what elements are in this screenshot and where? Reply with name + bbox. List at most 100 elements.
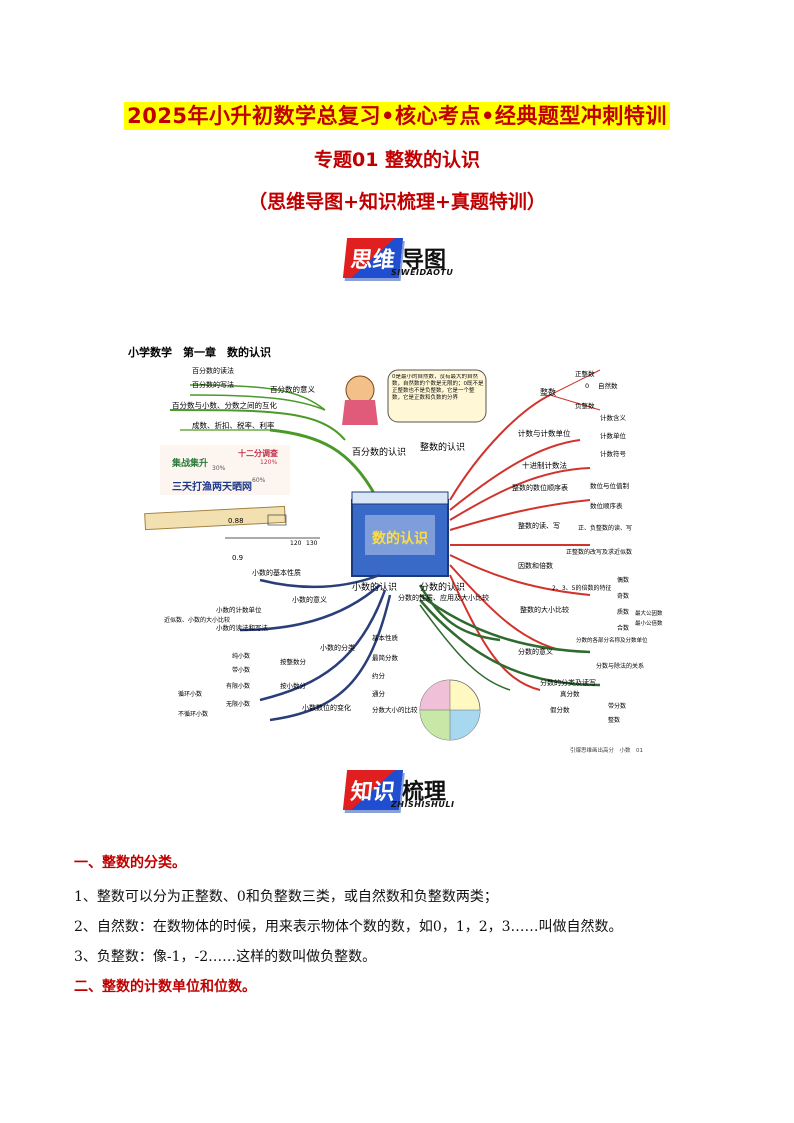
poster-pct3: 60% [252, 477, 266, 484]
int-item-12: 数位顺序表 [590, 501, 623, 510]
int-item-16: 因数和倍数 [518, 561, 553, 570]
percent-item-read: 百分数的读法 [192, 366, 234, 375]
mindmap-credit: 引爆思维画出高分 小数 01 [570, 746, 643, 754]
cartoon-body [342, 400, 378, 425]
center-calendar-top [351, 491, 449, 505]
title-subtitle: （思维导图+知识梳理+真题特训） [248, 191, 546, 213]
dec-item-0: 小数的基本性质 [252, 568, 301, 577]
int-item-22: 最大公因数 [635, 609, 663, 617]
dec-item-11: 循环小数 [178, 690, 202, 698]
title-topic: 专题01 整数的认识 [313, 149, 481, 171]
ruler-value-3: 120 [290, 540, 302, 547]
dec-item-12: 无限小数 [226, 700, 250, 708]
section-heading-1: 一、整数的分类。 [74, 855, 186, 871]
int-item-10: 整数的数位顺序表 [512, 483, 568, 492]
frac-item-3: 约分 [372, 671, 386, 680]
paragraph-3: 3、负整数：像-1，-2……这样的数叫做负整数。 [74, 949, 377, 965]
dec-item-6: 纯小数 [232, 652, 250, 660]
int-item-14: 正、负整数的读、写 [578, 524, 632, 532]
paragraph-2: 2、自然数：在数物体的时候，用来表示物体个数的数，如0，1，2，3……叫做自然数… [74, 919, 623, 935]
fraction-branch-label: 分数的认识 [420, 581, 465, 593]
poster-top: 十二分调查 [238, 448, 279, 458]
integer-branch-label: 整数的认识 [420, 441, 465, 453]
int-item-1: 正整数 [575, 369, 595, 378]
section-heading-2: 二、整数的计数单位和位数。 [74, 979, 256, 995]
fraction-branch-lines [418, 584, 601, 691]
knowledge-logo-sub: ZHISHISHULI [391, 800, 455, 809]
int-item-23: 最小公倍数 [635, 619, 663, 627]
mindmap-logo: 思维 导图 SIWEIDAOTU [342, 238, 453, 278]
paragraph-1: 1、整数可以分为正整数、0和负整数三类，或自然数和负整数两类； [74, 889, 498, 905]
int-item-24: 整数的大小比较 [520, 605, 569, 614]
ruler-value-4: 130 [306, 540, 318, 547]
int-item-4: 负整数 [575, 401, 595, 410]
frac-item-11: 假分数 [550, 705, 570, 714]
int-item-8: 计数符号 [600, 449, 627, 458]
dec-item-1: 小数的意义 [292, 595, 327, 604]
ruler [144, 505, 286, 531]
poster-left: 集战集升 [171, 457, 208, 469]
dec-item-2: 小数的计数单位 [216, 605, 262, 614]
int-item-11: 数位与位值制 [590, 481, 630, 490]
fraction-wheel [419, 679, 481, 741]
dec-item-9: 有限小数 [226, 682, 250, 690]
poster-bg [160, 445, 290, 495]
dec-item-8: 按整数分 [280, 657, 307, 666]
knowledge-logo: 知识 梳理 ZHISHISHULI [342, 770, 454, 810]
dec-item-3: 小数的读法和写法 [216, 623, 269, 632]
dec-item-14: 小数数位的变化 [302, 703, 351, 712]
dec-item-5: 小数的分类 [320, 643, 355, 652]
frac-item-1: 基本性质 [372, 633, 399, 642]
int-item-18: 偶数 [617, 576, 629, 584]
ruler-value-1: 0.88 [228, 517, 244, 525]
mindmap-title: 小学数学 第一章 数的认识 [127, 345, 271, 359]
percent-branch-lines [169, 384, 377, 496]
knowledge-logo-text: 梳理 [402, 780, 447, 805]
int-item-20: 质数 [617, 608, 629, 616]
integer-branch-lines [449, 369, 601, 691]
poster-bottom: 三天打渔两天晒网 [172, 480, 252, 493]
frac-item-7: 分数的各部分名称及分数单位 [576, 636, 648, 644]
dec-item-7: 带小数 [232, 666, 250, 674]
mindmap-svg: 小学数学 第一章 数的认识 百分数的读法 百分数的写法 百分数的意义 百分数与小… [127, 345, 663, 754]
frac-item-2: 最简分数 [372, 653, 399, 662]
frac-item-4: 通分 [372, 689, 386, 698]
mindmap-figure: 小学数学 第一章 数的认识 百分数的读法 百分数的写法 百分数的意义 百分数与小… [120, 340, 680, 760]
frac-item-8: 分数与除法的关系 [596, 662, 644, 670]
frac-item-10: 真分数 [560, 689, 580, 698]
mindmap-logo-sub: SIWEIDAOTU [391, 268, 454, 277]
poster-pct2: 30% [212, 465, 226, 472]
decimal-branch-lines [239, 573, 392, 722]
int-item-17: 2、3、5的倍数的特征 [552, 584, 611, 592]
title-line-1: 2025年小升初数学总复习•核心考点•经典题型冲刺特训 [0, 100, 794, 130]
cartoon-head [345, 375, 375, 405]
bubble-text: 0是最小的自然数，没有最大的自然数，自然数的个数是无限的；0既不是正整数也不是负… [392, 374, 484, 401]
frac-item-6: 分数的意义 [518, 647, 553, 656]
percent-item-write: 百分数的写法 [192, 380, 234, 389]
frac-item-5: 分数大小的比较 [372, 705, 418, 714]
dec-item-10: 按小数分 [280, 681, 307, 690]
ruler-value-2: 0.9 [232, 554, 243, 562]
percent-branch-label: 百分数的认识 [352, 446, 406, 458]
mindmap-logo-text: 导图 [402, 248, 447, 273]
percent-item-convert: 百分数与小数、分数之间的互化 [172, 400, 277, 410]
int-item-0: 整数 [540, 387, 556, 397]
int-item-2: 0 [585, 382, 589, 390]
int-item-5: 计数与计数单位 [518, 428, 571, 438]
frac-item-0: 分数的性质、应用及大小比较 [398, 593, 489, 602]
center-label: 数的认识 [372, 530, 428, 547]
int-item-6: 计数含义 [600, 413, 627, 422]
int-item-19: 奇数 [617, 592, 629, 600]
poster-pct1: 120% [260, 459, 277, 466]
bubble-box [387, 369, 487, 423]
int-item-9: 十进制计数法 [522, 460, 567, 470]
frac-item-12: 带分数 [608, 702, 626, 710]
frac-item-9: 分数的分类及读写 [540, 678, 596, 687]
percent-item-rates: 成数、折扣、税率、利率 [192, 420, 275, 430]
dec-item-4: 近似数、小数的大小比较 [164, 616, 230, 624]
decimal-branch-label: 小数的认识 [352, 581, 397, 593]
dec-item-13: 不循环小数 [178, 710, 208, 718]
title-main: 2025年小升初数学总复习•核心考点•经典题型冲刺特训 [124, 102, 670, 130]
int-item-15: 正整数的改写及求近似数 [566, 548, 632, 556]
int-item-13: 整数的读、写 [518, 521, 560, 530]
